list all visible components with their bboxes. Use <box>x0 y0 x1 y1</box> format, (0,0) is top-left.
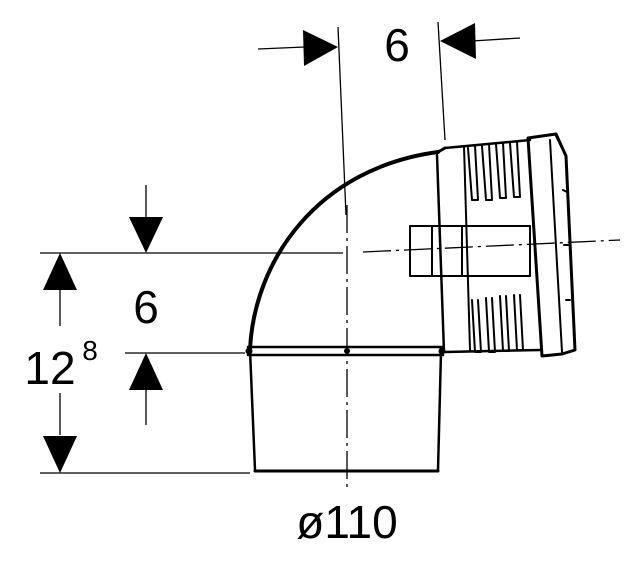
flange-inner-line <box>549 139 563 353</box>
thread-rib-upper-3 <box>495 142 507 199</box>
elbow-outer-curve <box>248 150 440 352</box>
arrow-top-right <box>440 23 476 59</box>
collar-dot-left <box>245 347 253 355</box>
ext-line-top-right <box>437 21 446 141</box>
arrow-left-up <box>43 253 77 290</box>
center-lines <box>346 205 621 492</box>
thread-rib-upper-4 <box>509 141 521 198</box>
horizontal-center-line <box>362 239 621 253</box>
dim-label-height-main: 12 <box>24 342 75 394</box>
thread-rib-upper-2 <box>481 143 493 201</box>
arrow-top-left <box>303 30 338 66</box>
flange-notches <box>562 189 571 301</box>
dim-label-height-sup: 8 <box>82 335 98 366</box>
inner-sleeve <box>409 225 531 277</box>
socket-end-flange <box>526 132 577 358</box>
dim-label-top-offset: 6 <box>384 19 410 71</box>
arrow-left-down <box>43 436 77 473</box>
dim-label-diameter: ø110 <box>296 496 397 548</box>
dim-label-side-offset: 6 <box>133 281 159 333</box>
thread-rib-lower-2 <box>485 297 496 353</box>
socket-inner-wall <box>435 153 446 354</box>
dim-line-top-right-leader <box>471 37 521 42</box>
socket-body-top <box>443 138 532 150</box>
pipe-body <box>245 132 577 473</box>
arrow-lower-up <box>129 353 163 390</box>
socket-body-left <box>463 145 471 351</box>
collar-dot-center <box>344 348 350 354</box>
spigot-left-wall <box>248 348 257 472</box>
arrow-upper-down <box>129 217 163 253</box>
dim-line-top-left-leader <box>257 46 306 50</box>
thread-rib-upper-1 <box>467 145 479 201</box>
spigot-right-wall <box>436 350 443 472</box>
arrowheads <box>43 23 476 473</box>
elbow-to-socket-shoulder <box>436 146 447 154</box>
thread-rib-lower-1 <box>471 299 482 353</box>
extension-lines <box>40 21 521 474</box>
flange-lip <box>555 135 567 157</box>
thread-rib-lower-4 <box>513 294 524 351</box>
thread-rib-lower-3 <box>499 295 510 352</box>
